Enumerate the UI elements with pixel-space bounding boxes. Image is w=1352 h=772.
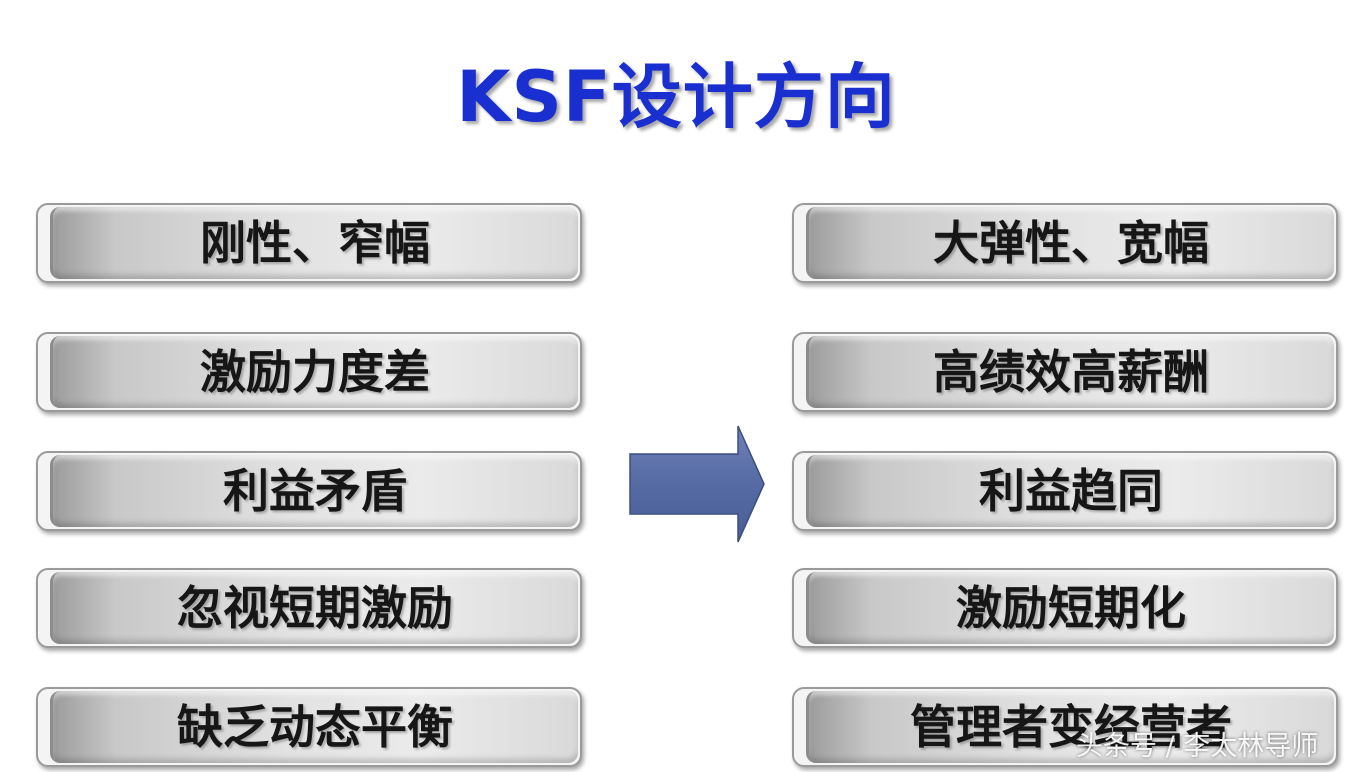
left-item-4: 忽视短期激励	[36, 568, 582, 648]
left-item-1: 刚性、窄幅	[36, 203, 582, 283]
left-item-label: 激励力度差	[200, 345, 430, 399]
page-title: KSF设计方向	[456, 56, 896, 138]
right-item-label: 高绩效高薪酬	[933, 345, 1209, 399]
left-item-label: 利益矛盾	[223, 464, 407, 518]
left-item-3: 利益矛盾	[36, 451, 582, 531]
box-inner	[50, 455, 578, 527]
right-item-2: 高绩效高薪酬	[792, 332, 1338, 412]
left-item-label: 刚性、窄幅	[200, 216, 430, 270]
right-item-label: 利益趋同	[979, 464, 1163, 518]
right-item-label: 激励短期化	[956, 581, 1186, 635]
right-arrow-icon	[629, 425, 765, 543]
right-item-label: 管理者变经营者	[910, 700, 1232, 754]
box-inner	[806, 691, 1334, 763]
right-item-3: 利益趋同	[792, 451, 1338, 531]
left-item-5: 缺乏动态平衡	[36, 687, 582, 767]
left-item-label: 缺乏动态平衡	[177, 700, 453, 754]
box-inner	[50, 336, 578, 408]
right-item-1: 大弹性、宽幅	[792, 203, 1338, 283]
box-inner	[806, 207, 1334, 279]
right-item-label: 大弹性、宽幅	[933, 216, 1209, 270]
box-inner	[50, 207, 578, 279]
box-inner	[806, 455, 1334, 527]
right-item-4: 激励短期化	[792, 568, 1338, 648]
left-item-label: 忽视短期激励	[177, 581, 453, 635]
right-item-5: 管理者变经营者	[792, 687, 1338, 767]
box-inner	[50, 691, 578, 763]
box-inner	[806, 572, 1334, 644]
box-inner	[50, 572, 578, 644]
box-inner	[806, 336, 1334, 408]
left-item-2: 激励力度差	[36, 332, 582, 412]
watermark: 头条号 / 李太林导师	[1076, 731, 1319, 762]
